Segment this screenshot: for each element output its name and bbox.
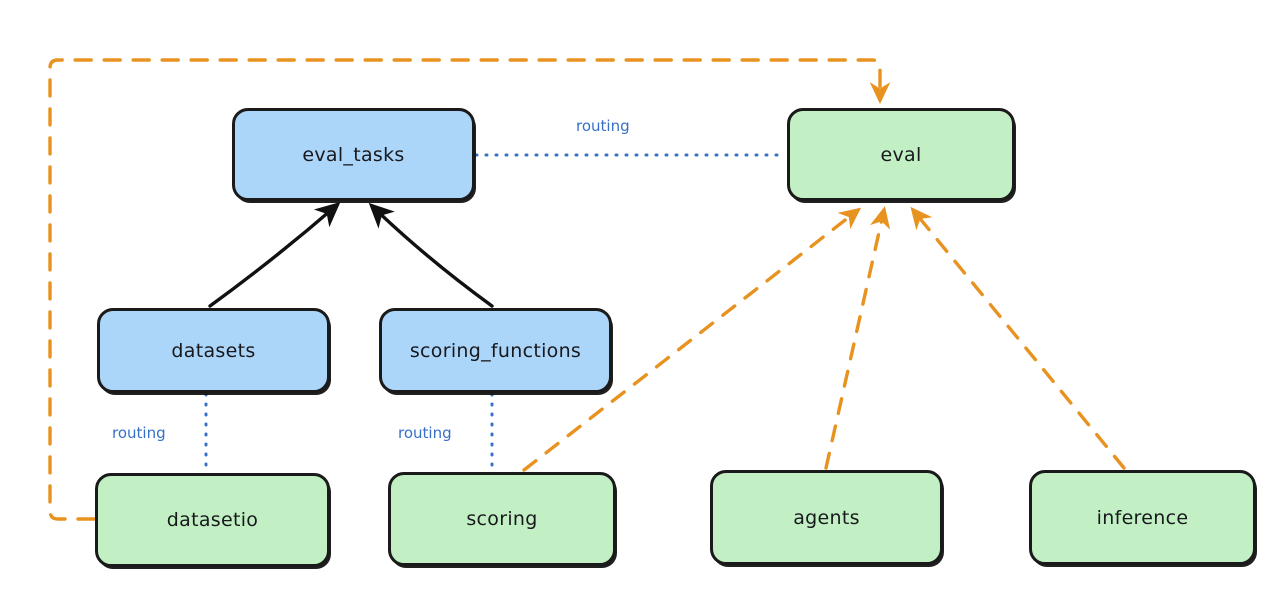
node-inference[interactable]: inference: [1029, 470, 1256, 565]
edge-label-routing-scoring-functions-scoring: routing: [398, 424, 452, 442]
node-label: datasets: [171, 339, 256, 362]
node-label: eval: [880, 143, 922, 166]
node-label: scoring: [466, 508, 538, 530]
node-datasets[interactable]: datasets: [97, 308, 330, 393]
edge-label-routing-eval-tasks-eval: routing: [576, 117, 630, 135]
node-scoring-functions[interactable]: scoring_functions: [379, 308, 612, 393]
node-label: scoring_functions: [409, 339, 582, 362]
edge-inference-to-eval: [910, 206, 1126, 470]
edge-label-routing-datasets-datasetio: routing: [112, 424, 166, 442]
node-label: eval_tasks: [302, 143, 405, 166]
node-datasetio[interactable]: datasetio: [95, 473, 330, 567]
node-label: agents: [793, 506, 860, 529]
node-eval-tasks[interactable]: eval_tasks: [232, 108, 475, 201]
edge-scoring_functions-to-eval_tasks: [368, 202, 494, 308]
node-eval[interactable]: eval: [787, 108, 1015, 201]
node-scoring[interactable]: scoring: [388, 472, 616, 566]
node-label: inference: [1096, 506, 1189, 529]
node-label: datasetio: [166, 509, 259, 531]
edge-agents-to-eval: [824, 206, 891, 470]
edge-datasets-to-eval_tasks: [208, 202, 341, 308]
node-agents[interactable]: agents: [710, 470, 943, 565]
